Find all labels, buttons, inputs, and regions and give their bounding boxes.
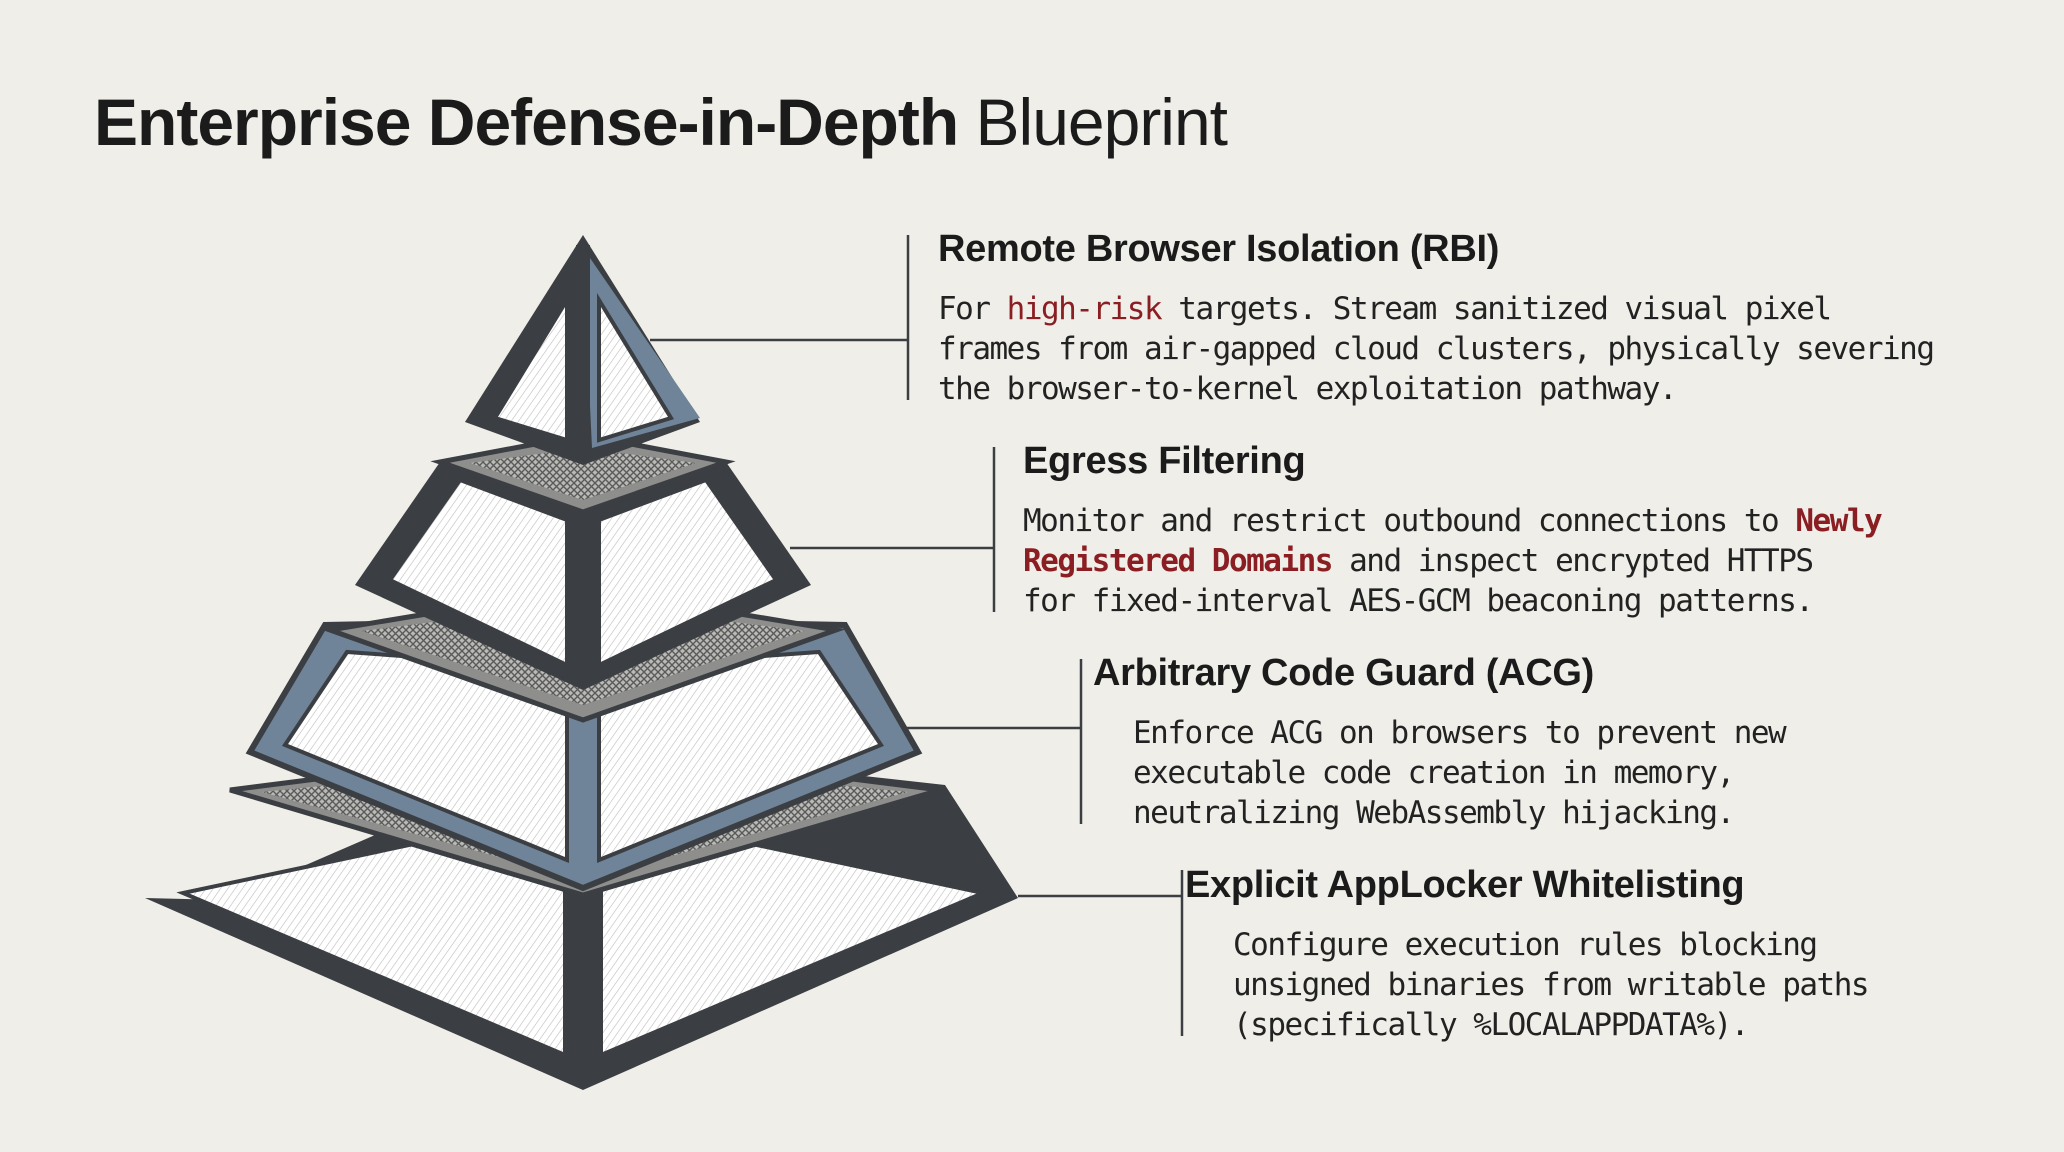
layer-applocker: Explicit AppLocker Whitelisting Configur… [1185, 864, 1870, 1045]
tier-1-rbi [465, 235, 700, 465]
tier-2-egress [355, 432, 811, 690]
layer-heading: Egress Filtering [1023, 440, 1306, 482]
layer-heading: Arbitrary Code Guard (ACG) [1093, 652, 1595, 694]
connectors [650, 235, 1184, 1036]
title-light: Blueprint [975, 85, 1228, 159]
layer-description: For high-risk targets. Stream sanitized … [938, 291, 1935, 407]
layer-heading: Explicit AppLocker Whitelisting [1185, 864, 1745, 906]
highlight-text: Registered Domains [1023, 543, 1333, 579]
layer-description: Enforce ACG on browsers to prevent new e… [1133, 715, 1787, 831]
page-title: Enterprise Defense-in-Depth Blueprint [94, 84, 1228, 160]
layer-egress: Egress Filtering Monitor and restrict ou… [1023, 440, 1883, 621]
title-bold: Enterprise Defense-in-Depth [94, 85, 959, 159]
highlight-text: high-risk [1006, 291, 1163, 327]
layer-acg: Arbitrary Code Guard (ACG) Enforce ACG o… [1093, 652, 1787, 833]
highlight-text: Newly [1795, 503, 1882, 539]
layer-heading: Remote Browser Isolation (RBI) [938, 228, 1500, 270]
layer-description: Monitor and restrict outbound connection… [1023, 503, 1883, 619]
layer-rbi: Remote Browser Isolation (RBI) For high-… [938, 228, 1935, 409]
layer-description: Configure execution rules blocking unsig… [1233, 927, 1870, 1043]
